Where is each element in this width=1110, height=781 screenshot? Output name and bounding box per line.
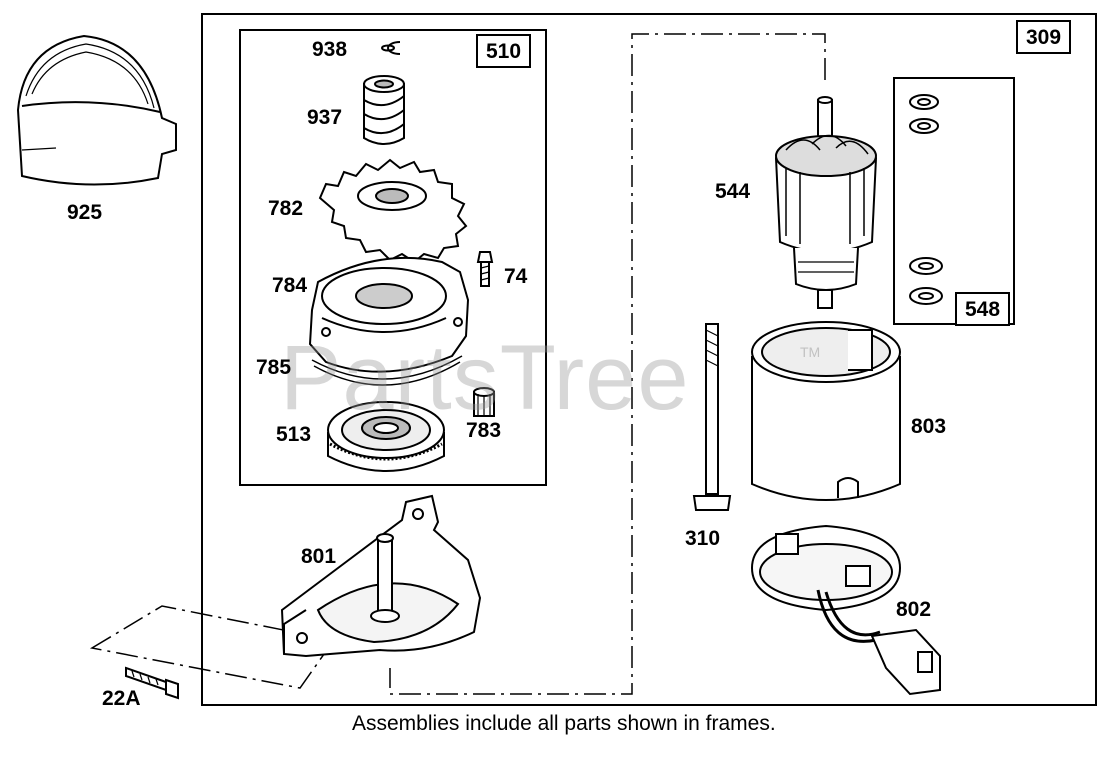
- part-label-783: 783: [466, 419, 502, 442]
- part-label-513: 513: [276, 423, 312, 446]
- cover-784-drawing: [308, 257, 470, 373]
- part-label-782: 782: [268, 197, 304, 220]
- brush-plate-802-drawing: [750, 524, 941, 696]
- screw-937-drawing: [363, 75, 405, 145]
- part-label-802: 802: [896, 598, 932, 621]
- part-label-784: 784: [272, 274, 308, 297]
- assembly-note: Assemblies include all parts shown in fr…: [352, 712, 776, 735]
- frame-803-drawing: [751, 321, 901, 501]
- gasket-785-drawing: [311, 355, 463, 386]
- watermark-text: PartsTree: [280, 327, 690, 429]
- part-label-801: 801: [301, 545, 337, 568]
- bolt-22a-drawing: [125, 666, 179, 700]
- watermark-tm: TM: [800, 344, 821, 360]
- part-label-22a: 22A: [102, 687, 141, 710]
- housing-801-drawing: [280, 494, 482, 658]
- leader-lines: [89, 33, 826, 695]
- part-label-937: 937: [307, 106, 343, 129]
- bolt-310-drawing: [692, 323, 732, 511]
- frame-label-309: 309: [1016, 20, 1072, 54]
- frame-label-548: 548: [955, 292, 1011, 326]
- part-label-803: 803: [911, 415, 947, 438]
- frame-309-border: [201, 13, 1097, 706]
- washers-548-drawing: [909, 94, 943, 305]
- armature-544-drawing: [774, 96, 878, 309]
- clip-938-drawing: [381, 41, 401, 55]
- frame-label-510: 510: [476, 34, 532, 68]
- frame-510-border: [239, 29, 547, 486]
- part-label-938: 938: [312, 38, 348, 61]
- part-label-925: 925: [67, 201, 103, 224]
- part-label-310: 310: [685, 527, 721, 550]
- ring-gear-513-drawing: [327, 401, 445, 472]
- cover-925-drawing: [16, 34, 177, 186]
- part-label-544: 544: [715, 180, 751, 203]
- frame-548-border: [893, 77, 1015, 325]
- screw-74-drawing: [476, 251, 494, 287]
- gear-782-drawing: [318, 158, 468, 264]
- pinion-783-drawing: [473, 387, 495, 417]
- part-label-785: 785: [256, 356, 292, 379]
- part-label-74: 74: [504, 265, 528, 288]
